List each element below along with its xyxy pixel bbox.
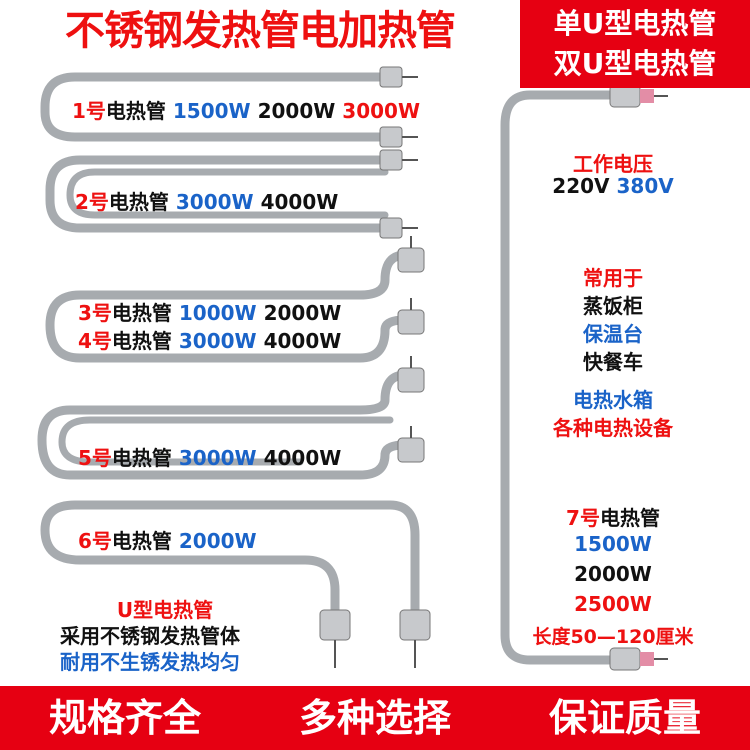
tube-7-watt-1: 1500W bbox=[574, 532, 652, 556]
tube-3-watt-1: 1000W bbox=[178, 301, 257, 325]
badge-double-u: 双U型电热管 bbox=[553, 47, 717, 80]
voltage-380: 380V bbox=[616, 174, 674, 198]
voltage-title: 工作电压 bbox=[573, 152, 653, 176]
tube-2-num: 2号 bbox=[75, 190, 109, 214]
tube-2-label: 2号电热管 3000W 4000W bbox=[75, 186, 338, 215]
tube-7-num: 7号 bbox=[566, 506, 600, 530]
use-item: 电热水箱 bbox=[573, 388, 653, 412]
tube-4-watt-2: 4000W bbox=[263, 329, 342, 353]
footer-item-quality: 保证质量 bbox=[548, 696, 701, 740]
tube-4-name: 电热管 bbox=[111, 329, 172, 353]
footer-banner: 规格齐全 多种选择 保证质量 bbox=[0, 686, 750, 750]
footer-item-choice: 多种选择 bbox=[298, 696, 451, 740]
tube-5-watt-2: 4000W bbox=[263, 446, 342, 470]
tube-3-watt-2: 2000W bbox=[263, 301, 342, 325]
length-label: 长度50—120厘米 bbox=[532, 626, 694, 648]
tube-3-label: 3号电热管 1000W 2000W bbox=[78, 297, 341, 326]
tube-2-watt-2: 4000W bbox=[260, 190, 339, 214]
tube-5-num: 5号 bbox=[78, 446, 112, 470]
tube-5-watt-1: 3000W bbox=[178, 446, 257, 470]
tube-1-name: 电热管 bbox=[105, 99, 166, 123]
tube-2-name: 电热管 bbox=[108, 190, 169, 214]
tube-4-num: 4号 bbox=[78, 329, 112, 353]
tube-7-watt-2: 2000W bbox=[574, 562, 652, 586]
tube-6-watt-1: 2000W bbox=[178, 529, 257, 553]
tube-6-label: 6号电热管 2000W bbox=[78, 525, 257, 554]
tube-4-watt-1: 3000W bbox=[178, 329, 257, 353]
tube-5-name: 电热管 bbox=[111, 446, 172, 470]
use-item: 保温台 bbox=[583, 322, 643, 346]
use-title: 常用于 bbox=[583, 266, 643, 290]
use-item: 各种电热设备 bbox=[553, 416, 673, 440]
tube-7-watt-3: 2500W bbox=[574, 592, 652, 616]
voltage-values: 220V 380V bbox=[498, 174, 728, 198]
tube-1-watt-2: 2000W bbox=[257, 99, 336, 123]
tube-7-label: 7号电热管 bbox=[498, 502, 728, 531]
tube-2-watt-1: 3000W bbox=[175, 190, 254, 214]
u-type-desc-2: 耐用不生锈发热均匀 bbox=[60, 650, 240, 674]
u-type-desc-1: 采用不锈钢发热管体 bbox=[60, 624, 240, 648]
u-type-title: U型电热管 bbox=[116, 598, 214, 622]
badge-single-u: 单U型电热管 bbox=[553, 7, 717, 40]
use-item: 快餐车 bbox=[583, 350, 643, 374]
page-title: 不锈钢发热管电加热管 bbox=[65, 8, 456, 54]
voltage-220: 220V bbox=[552, 174, 610, 198]
tube-1-watt-1: 1500W bbox=[172, 99, 251, 123]
type-badge: 单U型电热管 双U型电热管 bbox=[520, 0, 750, 88]
use-item: 蒸饭柜 bbox=[583, 294, 643, 318]
tube-1-watt-3: 3000W bbox=[342, 99, 421, 123]
tube-1-label: 1号电热管 1500W 2000W 3000W bbox=[72, 95, 420, 124]
tube-7-name: 电热管 bbox=[599, 506, 660, 530]
tube-5-label: 5号电热管 3000W 4000W bbox=[78, 442, 341, 471]
tube-3-name: 电热管 bbox=[111, 301, 172, 325]
tube-6-name: 电热管 bbox=[111, 529, 172, 553]
tube-3-num: 3号 bbox=[78, 301, 112, 325]
footer-item-complete: 规格齐全 bbox=[48, 696, 201, 740]
tube-6-num: 6号 bbox=[78, 529, 112, 553]
tube-1-num: 1号 bbox=[72, 99, 106, 123]
tube-4-label: 4号电热管 3000W 4000W bbox=[78, 325, 341, 354]
